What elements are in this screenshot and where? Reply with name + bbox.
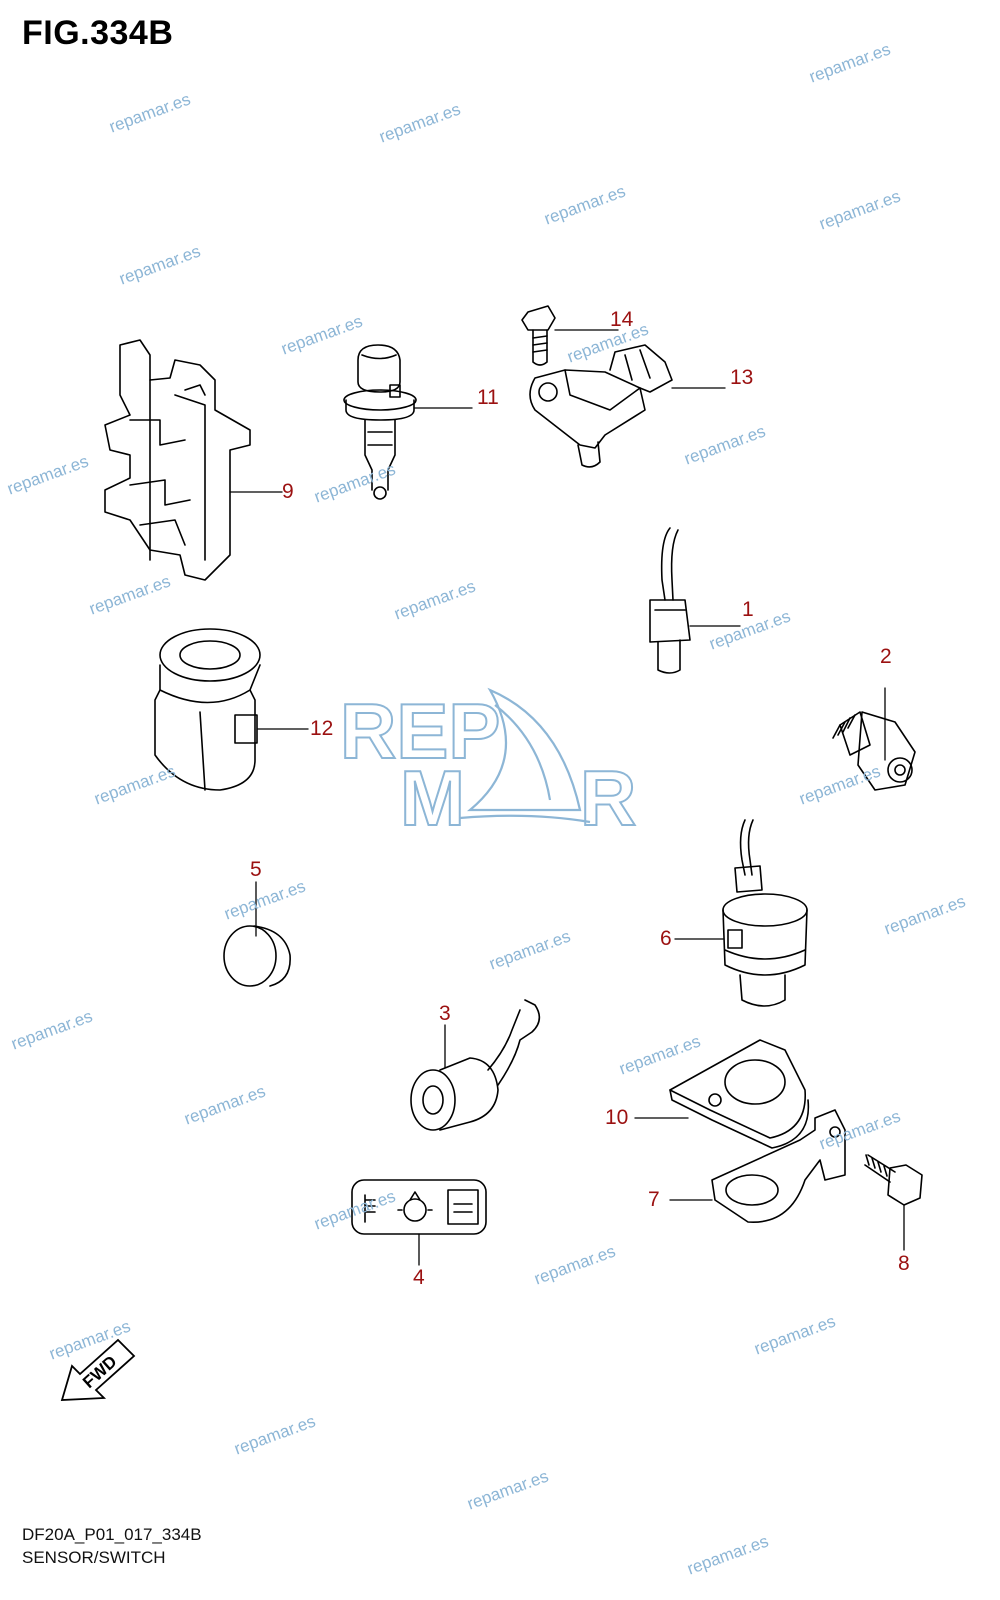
logo-line2-left: M — [400, 754, 465, 842]
figure-code: DF20A_P01_017_334B — [22, 1525, 202, 1544]
callout-11: 11 — [477, 386, 499, 409]
callout-10: 10 — [605, 1106, 629, 1129]
callout-12: 12 — [310, 717, 334, 740]
callout-1: 1 — [742, 598, 754, 621]
callout-8: 8 — [898, 1252, 910, 1275]
fwd-arrow-icon: FWD — [60, 1338, 136, 1401]
part-11-sensor — [343, 344, 417, 500]
callout-7: 7 — [648, 1188, 660, 1211]
callout-6: 6 — [660, 927, 672, 950]
part-2-switch — [832, 711, 916, 791]
part-13-map-sensor — [529, 344, 673, 468]
part-9-bracket — [104, 339, 251, 581]
part-3-grommet — [410, 999, 541, 1131]
sail-icon — [466, 687, 582, 812]
callout-2: 2 — [880, 645, 892, 668]
part-8-screw — [864, 1154, 923, 1206]
part-12-boot — [154, 628, 261, 791]
callout-3: 3 — [439, 1002, 451, 1025]
figure-name: SENSOR/SWITCH — [22, 1548, 166, 1567]
callout-9: 9 — [282, 480, 294, 503]
leader-lines — [229, 329, 905, 1266]
part-5-plug — [223, 925, 291, 987]
callout-14: 14 — [610, 308, 634, 331]
part-10-gasket — [669, 1039, 810, 1149]
figure-title: FIG.334B — [22, 14, 174, 52]
callout-5: 5 — [250, 858, 262, 881]
part-7-bracket — [711, 1109, 846, 1223]
part-14-bolt — [521, 305, 556, 366]
brand-logo: REP M R — [339, 686, 637, 843]
part-1-sensor — [649, 527, 691, 674]
part-6-switch — [722, 819, 808, 1007]
logo-line2-right: R — [580, 754, 636, 842]
callout-4: 4 — [413, 1266, 425, 1289]
callout-13: 13 — [730, 366, 754, 389]
logo-line1: REP — [340, 687, 500, 775]
